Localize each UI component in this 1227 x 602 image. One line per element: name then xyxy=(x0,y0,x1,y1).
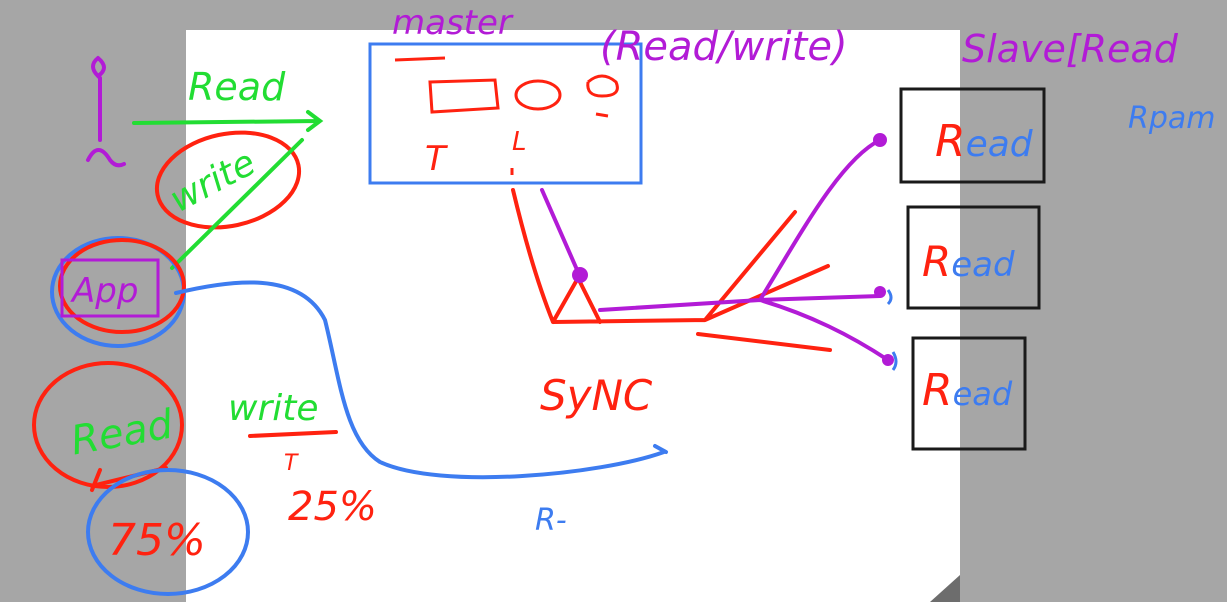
master-underline xyxy=(394,56,446,62)
replica-3-dot xyxy=(882,354,894,366)
slave-group: Slave[Read Rpam Read Read Read xyxy=(899,27,1216,451)
replica-2-rest: ead xyxy=(951,245,1015,285)
sync-label: SyNC xyxy=(540,371,653,420)
page-corner-curl xyxy=(930,575,960,602)
top-read-label: Read xyxy=(188,65,286,109)
slave-label: Slave[Read xyxy=(962,27,1179,71)
replica-3-r: R xyxy=(922,365,953,416)
replica-3-label: Read xyxy=(922,365,1013,416)
sync-lines: SyNC xyxy=(511,133,898,420)
blue-mark: R- xyxy=(535,503,567,538)
replica-2: Read xyxy=(906,205,1041,310)
replica-2-blue-tick xyxy=(886,289,893,306)
app-label: App xyxy=(70,271,138,311)
replica-2-r: R xyxy=(922,237,951,286)
read-arrow xyxy=(132,110,324,132)
master-label: master xyxy=(392,3,514,43)
replica-3-box xyxy=(911,336,1027,451)
slave-sub-label: Rpam xyxy=(1128,101,1216,136)
blue-app-connector xyxy=(174,280,668,480)
master-table-shape-3 xyxy=(586,74,619,118)
replica-1-dot xyxy=(873,133,887,147)
app-box xyxy=(60,258,160,318)
master-box xyxy=(368,42,643,185)
user-stick-figure xyxy=(86,56,126,168)
replica-1: Read xyxy=(899,87,1046,184)
read-pct-label: 75% xyxy=(108,515,206,566)
replica-3: Read xyxy=(911,336,1027,451)
read-pct-blue-circle xyxy=(86,468,250,596)
read-write-note: (Read/write) xyxy=(600,24,848,70)
master-l-label: L xyxy=(512,127,527,157)
replica-3-blue-tick xyxy=(891,351,898,371)
replica-3-rest: ead xyxy=(953,375,1013,413)
sync-node-dot xyxy=(572,267,588,283)
replica-1-rest: ead xyxy=(966,124,1034,165)
read-red-circle xyxy=(32,361,184,489)
replica-1-label: Read xyxy=(935,116,1034,167)
write-bottom-label: write xyxy=(228,388,319,429)
app-red-circle xyxy=(58,238,186,334)
write-underline xyxy=(248,430,338,438)
replica-1-r: R xyxy=(935,116,966,167)
master-table-shape-2 xyxy=(514,79,562,111)
purple-sync-trunk xyxy=(540,138,890,362)
read-bottom-label: Read xyxy=(67,401,176,464)
write-arrow xyxy=(170,138,304,270)
replica-2-label: Read xyxy=(922,237,1015,286)
write-circle xyxy=(154,130,302,230)
write-t-mark: T xyxy=(284,451,299,476)
write-pct-label: 25% xyxy=(288,484,377,530)
replica-2-box xyxy=(906,205,1041,310)
master-t-label: T xyxy=(425,139,448,179)
master-table-shape-1 xyxy=(428,78,500,114)
replica-2-dot xyxy=(874,286,886,298)
master-node: master (Read/write) T L xyxy=(368,3,848,185)
replica-1-box xyxy=(899,87,1046,184)
